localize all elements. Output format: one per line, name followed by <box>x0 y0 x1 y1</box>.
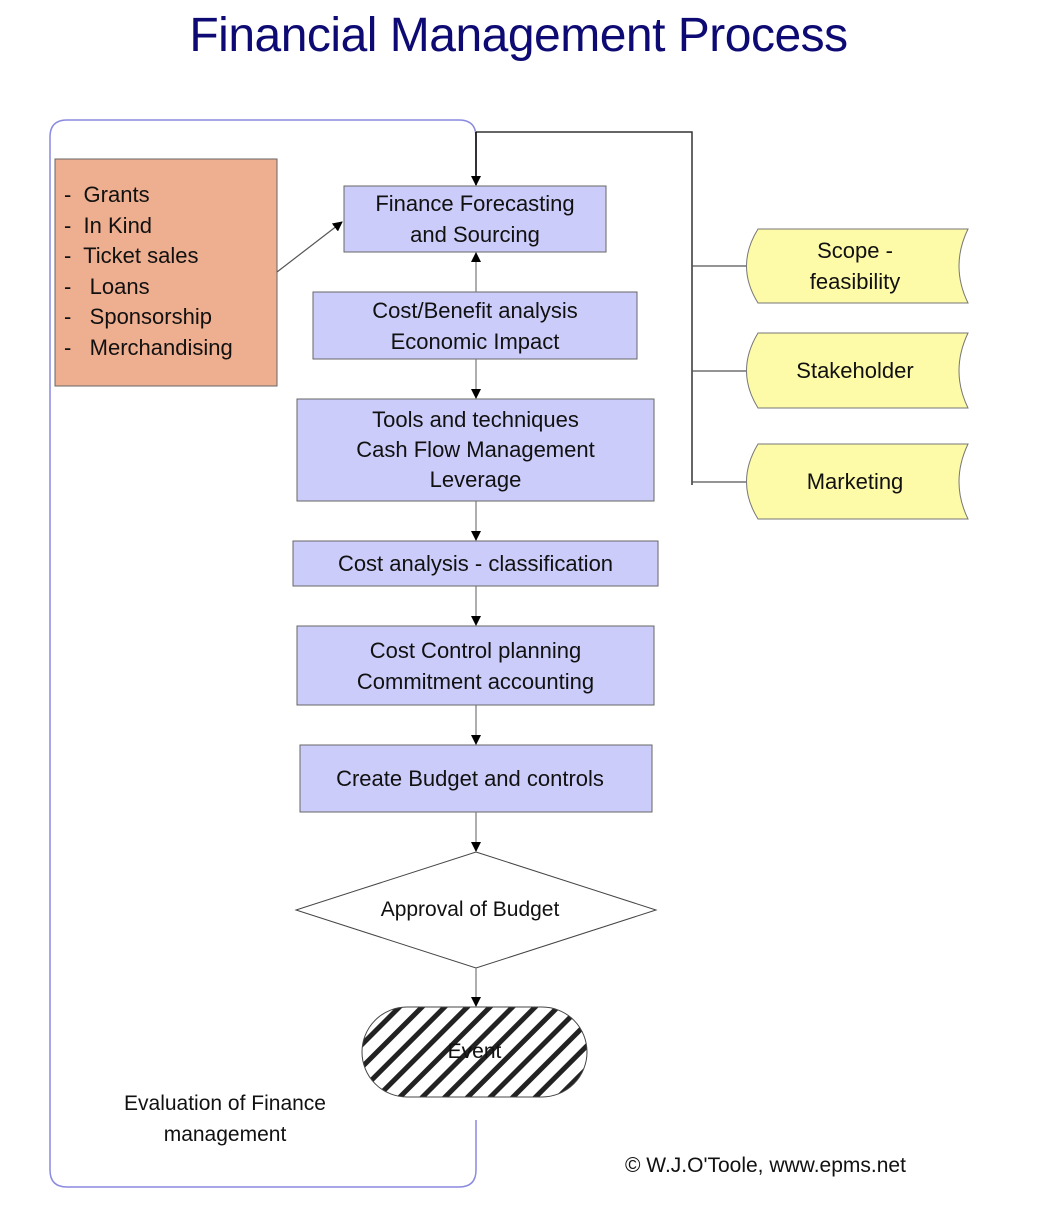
input-label: Scope - feasibility <box>750 229 960 303</box>
step-finance-forecasting[interactable] <box>343 185 607 253</box>
step-line: Finance Forecasting <box>375 191 575 216</box>
step-line: Tools and techniques <box>372 407 579 432</box>
input-line: feasibility <box>809 269 901 294</box>
source-item: - Grants <box>64 182 150 207</box>
step-label: Create Budget and controls <box>300 745 640 812</box>
arrow-sources-to-forecasting <box>276 221 343 273</box>
input-line: Marketing <box>806 468 904 494</box>
step-label: Cost analysis - classification <box>293 541 658 586</box>
step-line: Cash Flow Management <box>356 437 595 462</box>
step-line: Commitment accounting <box>356 668 595 694</box>
input-label: Marketing <box>750 444 960 519</box>
step-create-budget[interactable] <box>299 744 653 813</box>
decision-label: Approval of Budget <box>380 898 560 921</box>
funding-sources-list: - Grants - In Kind - Ticket sales - Loan… <box>64 180 233 363</box>
step-line: Create Budget and controls <box>336 765 604 791</box>
step-line: Cost analysis - classification <box>337 550 614 576</box>
evaluation-line: management <box>163 1123 287 1146</box>
step-cost-benefit[interactable] <box>312 291 638 360</box>
source-item: - Ticket sales <box>64 243 199 268</box>
terminal-label: Event <box>447 1040 502 1063</box>
terminal-event[interactable] <box>361 1006 588 1098</box>
input-label: Stakeholder <box>750 333 960 408</box>
copyright-notice: © W.J.O'Toole, www.epms.net <box>625 1154 906 1177</box>
step-line: Cost/Benefit analysis <box>372 297 578 323</box>
source-item: - Merchandising <box>64 334 233 360</box>
input-marketing[interactable] <box>746 443 969 520</box>
step-line: Cost Control planning <box>369 637 582 663</box>
input-scope-feasibility[interactable] <box>746 228 969 304</box>
evaluation-loop <box>49 119 477 1188</box>
step-line: and Sourcing <box>410 222 540 247</box>
evaluation-label: Evaluation of Finance management <box>100 1088 350 1150</box>
input-line: Stakeholder <box>796 357 914 383</box>
input-bus-line <box>476 131 693 485</box>
input-stakeholder[interactable] <box>746 332 969 409</box>
source-item: - Loans <box>64 273 150 299</box>
evaluation-line: Evaluation of Finance <box>124 1092 326 1115</box>
step-line: Leverage <box>429 467 522 492</box>
page-title: Financial Management Process <box>189 9 848 62</box>
step-tools-techniques[interactable] <box>296 398 655 502</box>
step-cost-analysis[interactable] <box>292 540 659 587</box>
step-label: Tools and techniques Cash Flow Managemen… <box>297 399 654 501</box>
source-item: - In Kind <box>64 212 153 238</box>
funding-sources-box <box>54 158 278 387</box>
step-label: Cost/Benefit analysis Economic Impact <box>313 292 637 359</box>
source-item: - Sponsorship <box>64 304 212 329</box>
step-label: Cost Control planning Commitment account… <box>297 626 654 705</box>
step-label: Finance Forecasting and Sourcing <box>344 186 606 252</box>
step-cost-control[interactable] <box>296 625 655 706</box>
input-line: Scope - <box>817 238 893 263</box>
step-line: Economic Impact <box>390 328 560 354</box>
